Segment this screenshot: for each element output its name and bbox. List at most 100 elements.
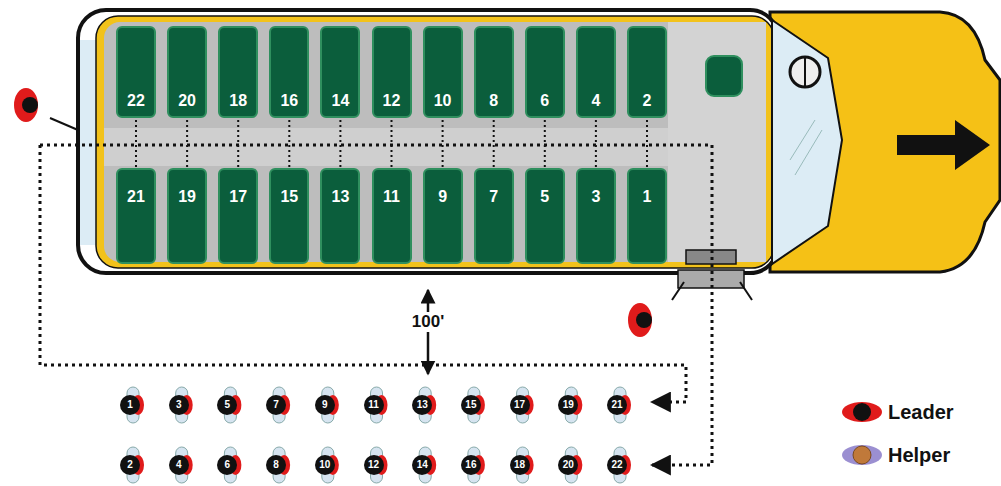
number-label: 15 (465, 400, 476, 410)
seat-box: 20 (167, 26, 207, 118)
student-marker: 6 (217, 455, 237, 475)
student-marker: 3 (169, 395, 189, 415)
seat-box: 21 (116, 168, 156, 264)
number-label: 2 (127, 460, 133, 470)
student-marker: 7 (266, 395, 286, 415)
student-marker: 13 (412, 395, 432, 415)
number-label: 21 (127, 188, 145, 206)
student-marker: 9 (315, 395, 335, 415)
number-label: 18 (514, 460, 525, 470)
number-label: 18 (229, 92, 247, 110)
aisle-tick (646, 120, 648, 168)
seat-box: 18 (218, 26, 258, 118)
student-marker: 10 (315, 455, 335, 475)
number-label: 10 (434, 92, 452, 110)
number-label: 17 (514, 400, 525, 410)
seat-box: 19 (167, 168, 207, 264)
aisle-tick (442, 120, 444, 168)
number-label: 13 (331, 188, 349, 206)
student-marker: 22 (607, 455, 627, 475)
legend-text: Leader (888, 401, 954, 424)
number-label: 4 (591, 92, 600, 110)
student-marker: 15 (461, 395, 481, 415)
number-label: 19 (563, 400, 574, 410)
seat-box: 17 (218, 168, 258, 264)
student-marker: 18 (510, 455, 530, 475)
number-label: 10 (319, 460, 330, 470)
seat-box: 9 (423, 168, 463, 264)
student-marker: 5 (217, 395, 237, 415)
seat-box: 8 (474, 26, 514, 118)
number-label: 11 (368, 400, 379, 410)
number-label: 19 (178, 188, 196, 206)
seat-box: 4 (576, 26, 616, 118)
student-marker: 19 (558, 395, 578, 415)
aisle-tick (186, 120, 188, 168)
number-label: 12 (383, 92, 401, 110)
aisle-tick (237, 120, 239, 168)
student-marker: 16 (461, 455, 481, 475)
student-marker: 11 (364, 395, 384, 415)
number-label: 21 (611, 400, 622, 410)
number-label: 20 (178, 92, 196, 110)
number-label: 15 (280, 188, 298, 206)
aisle-tick (391, 120, 393, 168)
student-marker: 12 (364, 455, 384, 475)
number-label: 3 (591, 188, 600, 206)
number-label: 20 (563, 460, 574, 470)
number-label: 9 (438, 188, 447, 206)
aisle-tick (135, 120, 137, 168)
number-label: 22 (611, 460, 622, 470)
number-label: 4 (176, 460, 182, 470)
number-label: 16 (280, 92, 298, 110)
student-marker: 20 (558, 455, 578, 475)
number-label: 11 (383, 188, 400, 206)
number-label: 14 (331, 92, 349, 110)
number-label: 5 (225, 400, 231, 410)
number-label: 7 (489, 188, 498, 206)
seat-box: 16 (269, 26, 309, 118)
student-marker: 2 (120, 455, 140, 475)
seat-box: 14 (320, 26, 360, 118)
student-marker: 14 (412, 455, 432, 475)
number-label: 3 (176, 400, 182, 410)
student-marker: 21 (607, 395, 627, 415)
seat-box: 3 (576, 168, 616, 264)
seat-box: 22 (116, 26, 156, 118)
aisle-tick (544, 120, 546, 168)
seat-box: 7 (474, 168, 514, 264)
seat-box: 10 (423, 26, 463, 118)
number-label: 5 (540, 188, 549, 206)
number-label: 1 (643, 188, 652, 206)
number-label: 6 (225, 460, 231, 470)
student-marker: 17 (510, 395, 530, 415)
student-marker: 8 (266, 455, 286, 475)
aisle-tick (339, 120, 341, 168)
seat-box: 6 (525, 26, 565, 118)
number-label: 9 (322, 400, 328, 410)
seat-box: 2 (627, 26, 667, 118)
seat-box: 1 (627, 168, 667, 264)
legend-text: Helper (888, 444, 950, 467)
number-label: 14 (417, 460, 428, 470)
seat-box: 15 (269, 168, 309, 264)
aisle-tick (595, 120, 597, 168)
number-label: 16 (465, 460, 476, 470)
seat-box: 5 (525, 168, 565, 264)
number-label: 12 (368, 460, 379, 470)
number-label: 1 (127, 400, 133, 410)
seat-box: 11 (372, 168, 412, 264)
aisle-tick (288, 120, 290, 168)
number-label: 8 (273, 460, 279, 470)
seat-box: 13 (320, 168, 360, 264)
aisle-tick (493, 120, 495, 168)
number-label: 22 (127, 92, 145, 110)
number-label: 13 (417, 400, 428, 410)
seat-box: 12 (372, 26, 412, 118)
number-label: 17 (229, 188, 247, 206)
student-marker: 1 (120, 395, 140, 415)
number-label: 6 (540, 92, 549, 110)
number-label: 8 (489, 92, 498, 110)
student-marker: 4 (169, 455, 189, 475)
number-label: 2 (643, 92, 652, 110)
